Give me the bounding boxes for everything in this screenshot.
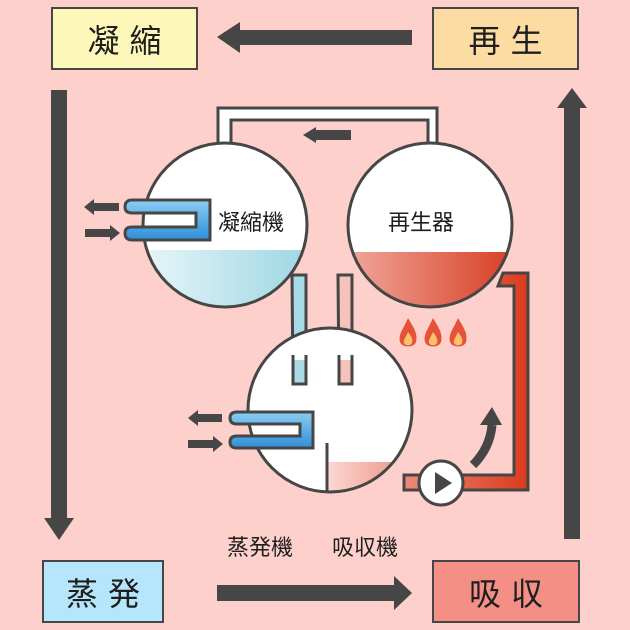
cycle-arrow-evap-to-absorb (217, 576, 412, 610)
stage-label-evaporate: 蒸発 (65, 574, 150, 613)
evaporator-coil-icon (228, 410, 315, 450)
flame-icon (399, 318, 417, 347)
regenerator-label: 再生器 (388, 211, 455, 236)
evaporator-heat-arrows (188, 410, 223, 452)
stage-label-absorb: 吸収 (468, 574, 553, 613)
cycle-arrow-absorb-to-regen (557, 88, 587, 539)
flame-icons (399, 318, 467, 347)
flame-icon (449, 318, 467, 347)
condenser-coil-icon (123, 198, 212, 242)
stage-box-absorb: 吸収 (432, 560, 580, 623)
stage-label-regenerate: 再生 (468, 21, 553, 60)
pump-flow-arrow (469, 407, 502, 469)
stage-label-condense: 凝縮 (87, 21, 172, 60)
stage-box-regenerate: 再生 (432, 7, 579, 70)
flame-icon (424, 318, 442, 347)
cycle-arrow-condense-to-evap (44, 90, 74, 540)
absorber-label: 吸収機 (332, 536, 399, 561)
vapor-flow-arrow (303, 127, 351, 143)
condenser-vessel (141, 141, 309, 309)
evaporator-label: 蒸発機 (227, 536, 294, 561)
pump-icon[interactable] (417, 459, 465, 507)
stage-box-evaporate: 蒸発 (42, 560, 164, 623)
cycle-arrow-regen-to-condense (217, 22, 412, 53)
stage-box-condense: 凝縮 (51, 7, 198, 70)
condenser-heat-arrows (84, 199, 120, 241)
condenser-label: 凝縮機 (218, 211, 285, 236)
vapor-pipe (216, 106, 439, 152)
